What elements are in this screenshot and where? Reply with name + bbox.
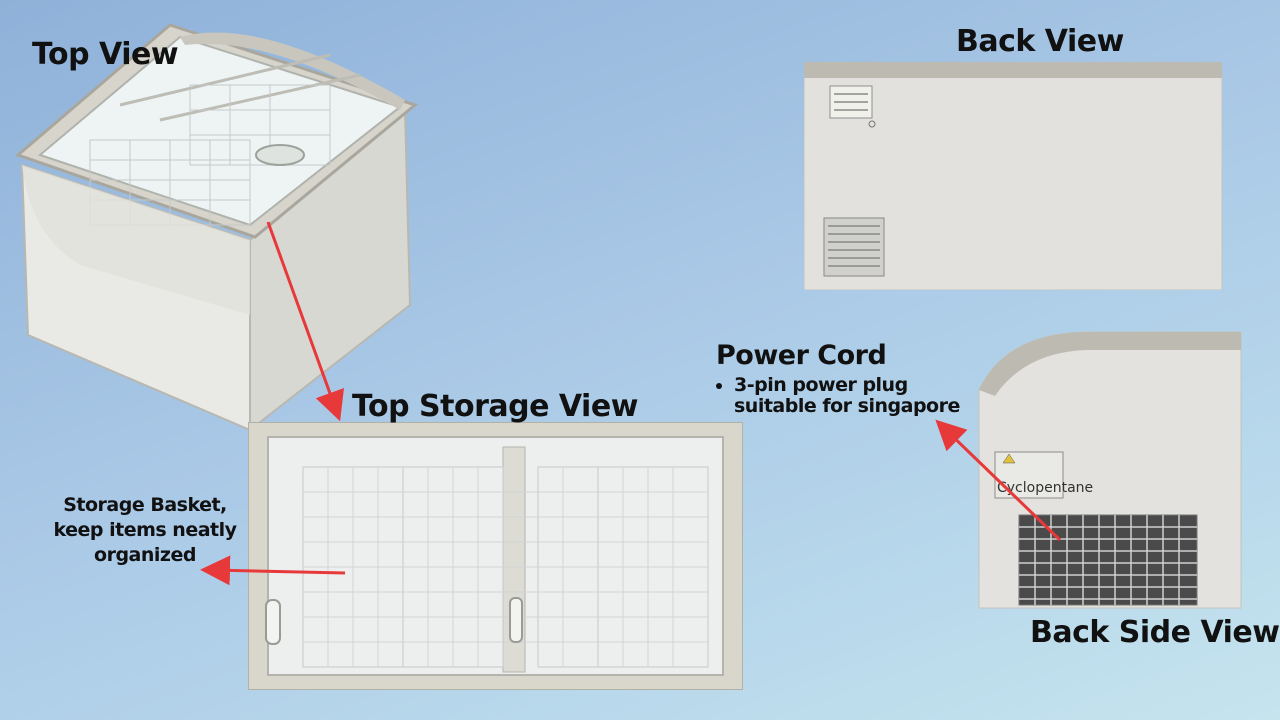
power-cord-title: Power Cord bbox=[716, 340, 887, 371]
storage-basket-line-1: Storage Basket, bbox=[63, 494, 227, 516]
top-view-photo bbox=[10, 15, 420, 435]
storage-basket-line-3: organized bbox=[94, 544, 196, 566]
storage-basket-note: Storage Basket, keep items neatly organi… bbox=[40, 493, 250, 568]
top-view-label: Top View bbox=[32, 37, 179, 72]
storage-basket-line-2: keep items neatly bbox=[53, 519, 237, 541]
power-cord-bullet-2: suitable for singapore bbox=[734, 395, 960, 417]
back-view-label: Back View bbox=[956, 24, 1124, 59]
top-storage-view-photo bbox=[248, 422, 743, 690]
back-view-photo bbox=[804, 62, 1224, 290]
back-side-view-photo: Cyclopentane bbox=[975, 330, 1243, 610]
power-cord-bullet-1: 3-pin power plug bbox=[734, 375, 960, 396]
cyclopentane-sticker-text: Cyclopentane bbox=[997, 480, 1093, 496]
power-cord-bullets: 3-pin power plug suitable for singapore bbox=[716, 375, 960, 417]
top-storage-view-label: Top Storage View bbox=[352, 389, 638, 424]
back-side-view-label: Back Side View bbox=[1030, 615, 1280, 650]
